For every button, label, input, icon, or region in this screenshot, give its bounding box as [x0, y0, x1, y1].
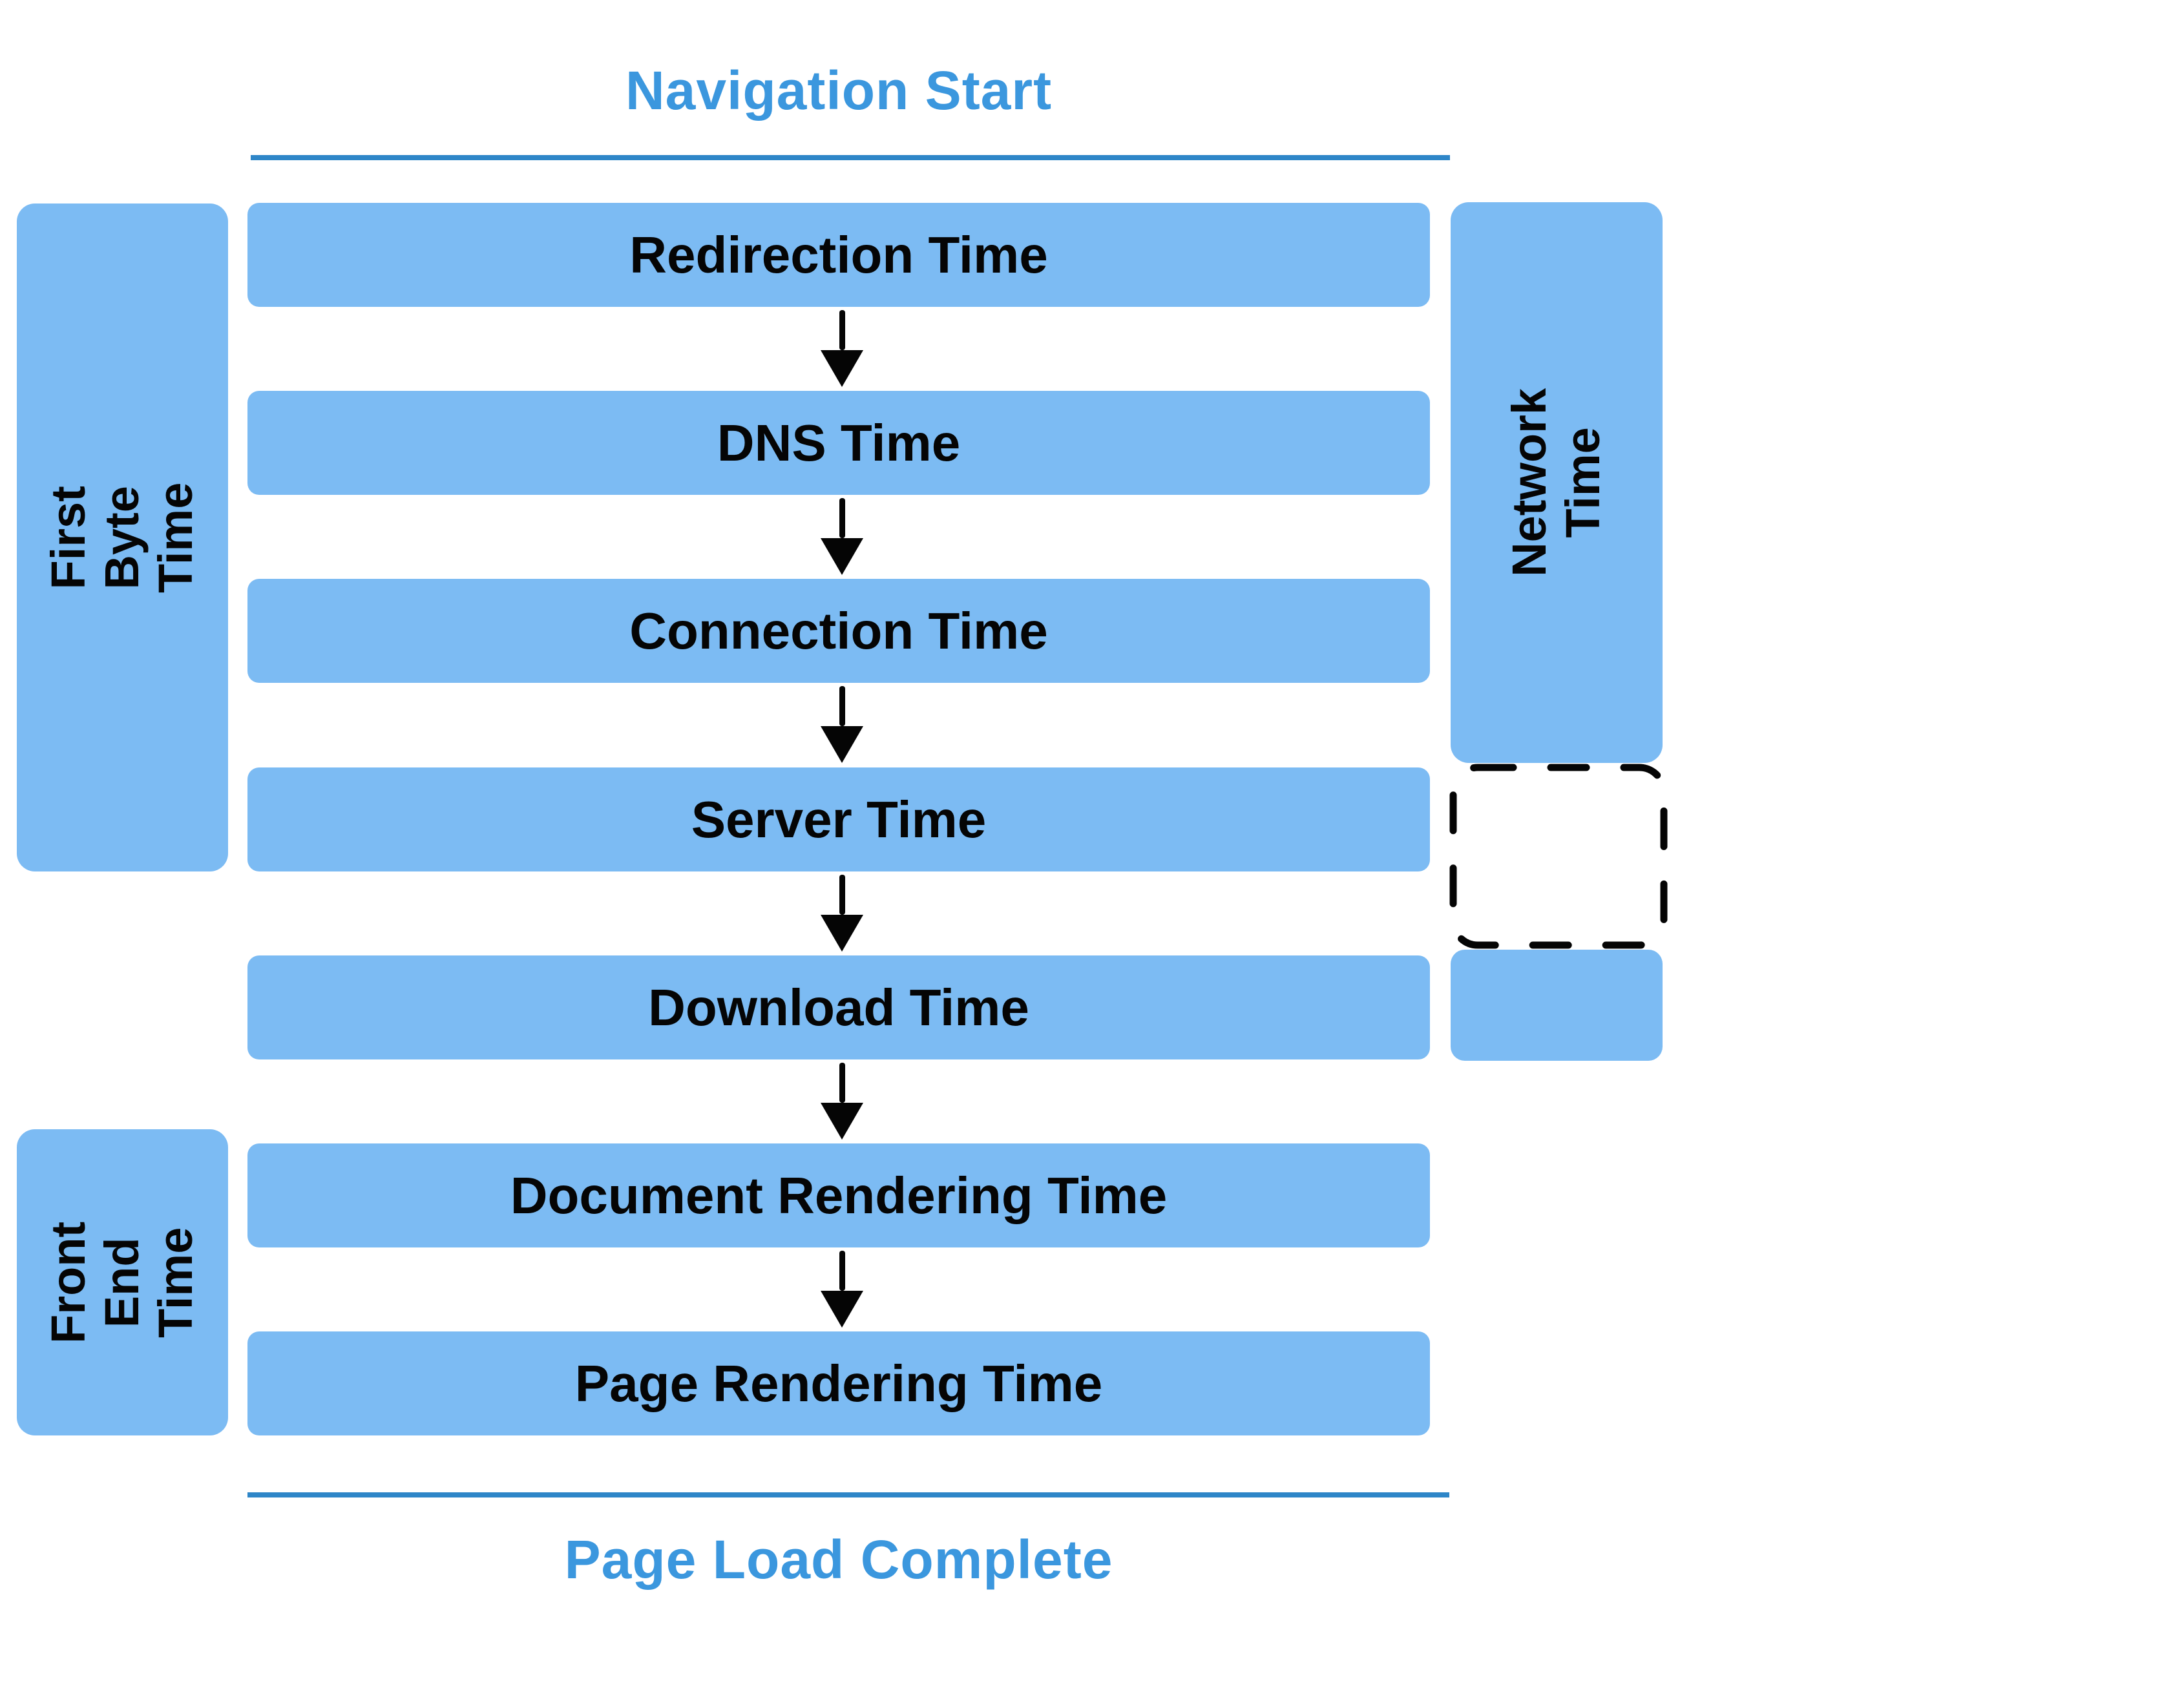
arrow-down-icon [821, 310, 863, 388]
first-byte-time-label: First Byte Time [41, 482, 202, 593]
network-time-label: Network Time [1502, 388, 1610, 577]
navigation-start-rule [251, 155, 1450, 160]
arrow-stem [839, 498, 845, 538]
step-label: Server Time [691, 790, 987, 848]
arrow-down-icon [821, 875, 863, 952]
arrow-head [821, 1103, 863, 1140]
page-load-complete-rule [247, 1492, 1449, 1497]
server-time-dashed-gap-box [1449, 764, 1668, 949]
first-byte-time-group-box: First Byte Time [17, 203, 228, 871]
arrow-down-icon [821, 498, 863, 576]
arrow-head [821, 350, 863, 387]
arrow-head [821, 538, 863, 575]
arrow-head [821, 915, 863, 952]
step-box-server-time: Server Time [247, 767, 1430, 871]
step-box-connection-time: Connection Time [247, 579, 1430, 683]
arrow-head [821, 1291, 863, 1328]
step-label: Document Rendering Time [510, 1166, 1168, 1224]
front-end-time-label: Front End Time [41, 1221, 202, 1344]
page-load-complete-title: Page Load Complete [564, 1529, 1113, 1590]
navigation-start-title: Navigation Start [625, 60, 1053, 121]
arrow-down-icon [821, 1063, 863, 1140]
step-box-dns-time: DNS Time [247, 391, 1430, 495]
step-label: DNS Time [717, 413, 961, 472]
step-label: Redirection Time [629, 225, 1048, 284]
network-time-group-box: Network Time [1451, 202, 1663, 763]
arrow-head [821, 726, 863, 763]
step-box-redirection-time: Redirection Time [247, 203, 1430, 307]
step-label: Connection Time [629, 601, 1048, 660]
arrow-stem [839, 1063, 845, 1103]
arrow-stem [839, 875, 845, 915]
network-download-extension-box [1451, 950, 1663, 1061]
step-box-download-time: Download Time [247, 955, 1430, 1059]
step-box-document-rendering-time: Document Rendering Time [247, 1143, 1430, 1247]
arrow-stem [839, 310, 845, 350]
step-label: Page Rendering Time [574, 1354, 1103, 1412]
step-label: Download Time [648, 978, 1029, 1036]
arrow-stem [839, 686, 845, 726]
arrow-down-icon [821, 1251, 863, 1328]
arrow-stem [839, 1251, 845, 1291]
step-box-page-rendering-time: Page Rendering Time [247, 1331, 1430, 1435]
arrow-down-icon [821, 686, 863, 764]
front-end-time-group-box: Front End Time [17, 1129, 228, 1435]
